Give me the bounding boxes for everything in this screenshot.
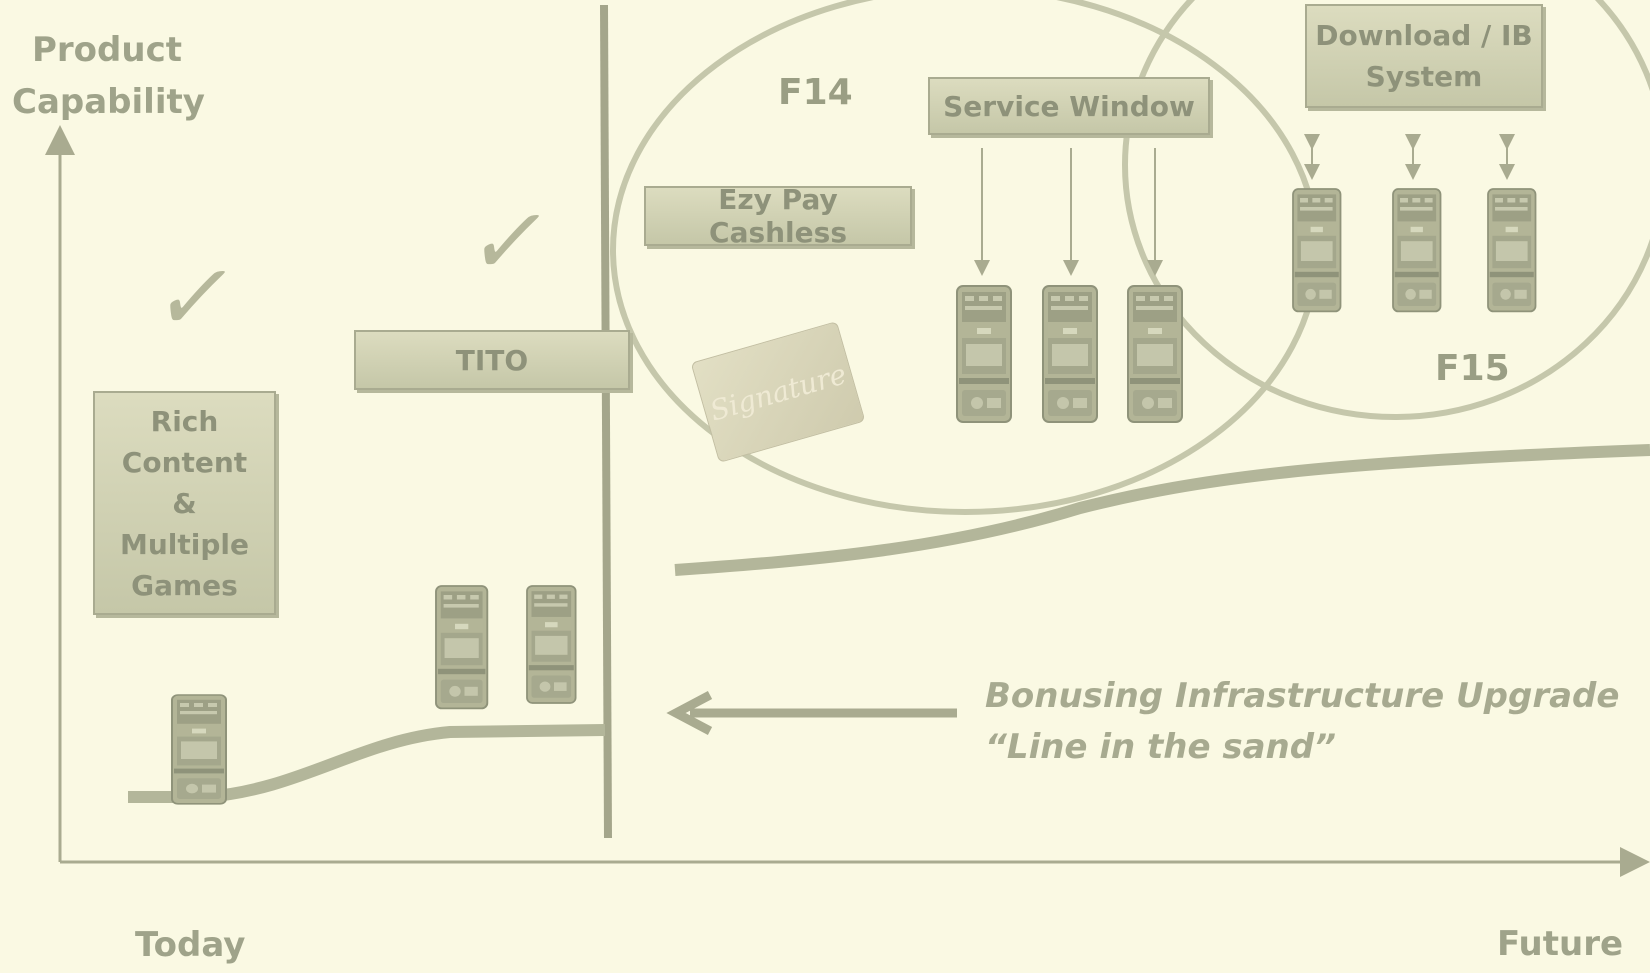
tito-box: TITO [354,330,630,390]
slot-machine-icon [1292,188,1342,313]
slot-machine-icon [1127,285,1183,423]
slot-machine-icon [956,285,1012,423]
slot-machine-icon [1392,188,1442,313]
download-ib-system-box: Download / IB System [1305,4,1543,108]
ezy-pay-cashless-box: Ezy Pay Cashless [644,183,912,249]
arrow-left-head [666,691,713,735]
slot-machine-icon [1487,188,1537,313]
slot-machine-icon [171,694,227,805]
capability-curve-future [674,444,1650,576]
x-axis-end-label: Future [1497,924,1624,964]
capability-curve-today [128,724,606,803]
f15-ellipse [1122,0,1650,420]
y-axis-label: Product Capability [12,30,205,122]
line-in-the-sand [600,4,612,839]
slot-machine-icon [526,585,577,704]
bonusing-annotation: Bonusing Infrastructure Upgrade [985,676,1620,716]
x-axis-start-label: Today [135,925,246,965]
f15-label: F15 [1435,348,1510,389]
service-window-box: Service Window [928,77,1210,135]
slot-machine-icon [1042,285,1098,423]
slot-machine-icon [435,585,489,710]
line-in-the-sand-annotation: “Line in the sand” [985,727,1336,767]
rich-content-box: Rich Content & Multiple Games [93,391,276,615]
f14-label: F14 [778,72,853,113]
